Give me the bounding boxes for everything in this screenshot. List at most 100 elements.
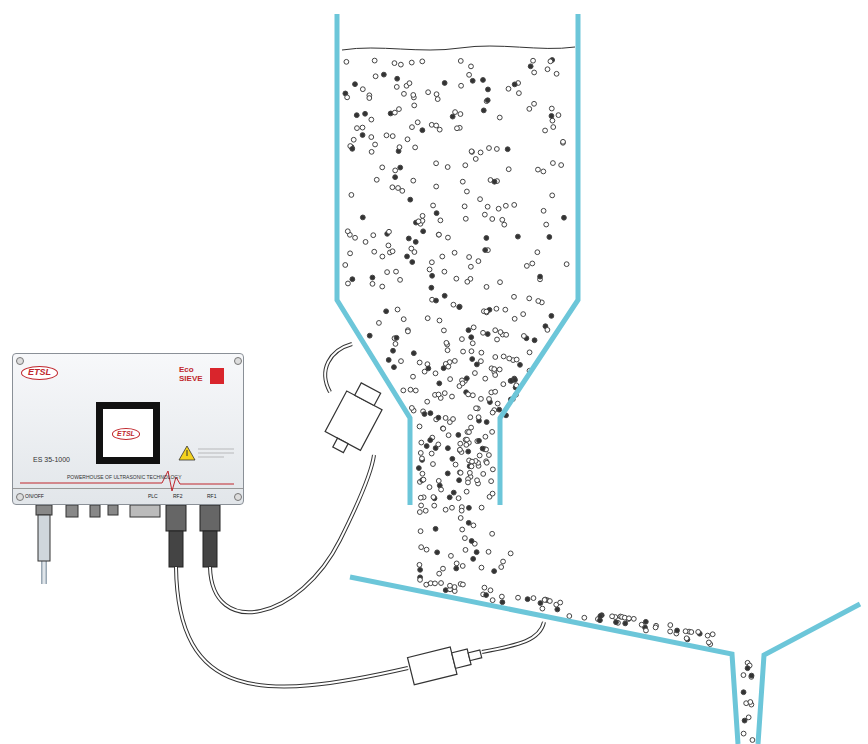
particle	[550, 118, 555, 123]
particle	[506, 167, 511, 172]
particle	[521, 334, 526, 339]
particle	[487, 146, 492, 151]
particle	[416, 466, 421, 471]
particle	[353, 82, 358, 87]
particle	[426, 366, 431, 371]
particle	[470, 357, 475, 362]
particle	[417, 360, 422, 365]
particle	[525, 597, 530, 602]
particle	[469, 464, 474, 469]
particle	[514, 357, 519, 362]
particle	[426, 90, 431, 95]
particle	[532, 338, 537, 343]
particle	[420, 471, 425, 476]
particle	[350, 277, 355, 282]
particle	[741, 690, 746, 695]
particle	[582, 615, 587, 620]
particle	[466, 520, 471, 525]
particle	[406, 236, 411, 241]
particle	[418, 567, 423, 572]
particle	[515, 234, 520, 239]
particle	[380, 165, 385, 170]
particle	[469, 539, 474, 544]
particle	[413, 145, 418, 150]
particle	[387, 229, 392, 234]
particle	[456, 433, 461, 438]
particle	[363, 111, 368, 116]
logo-square	[210, 368, 224, 384]
particle	[440, 254, 445, 259]
particle	[421, 477, 426, 482]
port	[90, 505, 100, 517]
particle	[545, 327, 550, 332]
particle	[452, 250, 457, 255]
particle	[551, 161, 556, 166]
particle	[488, 588, 493, 593]
particle	[484, 309, 489, 314]
particle	[442, 269, 447, 274]
particle	[464, 376, 469, 381]
particle	[473, 157, 478, 162]
particle	[499, 565, 504, 570]
particle	[439, 487, 444, 492]
particle	[372, 58, 377, 63]
particle	[421, 229, 426, 234]
particle	[460, 337, 465, 342]
display-logo: ETSL	[112, 428, 140, 440]
particle	[437, 571, 442, 576]
particle	[436, 415, 441, 420]
particle	[448, 377, 453, 382]
particle	[536, 299, 541, 304]
particle	[408, 197, 413, 202]
particle	[464, 442, 469, 447]
product-logo: Eco SIEVE	[179, 366, 209, 384]
particle	[372, 249, 377, 254]
particle	[458, 448, 463, 453]
particle	[417, 562, 422, 567]
particle	[445, 446, 450, 451]
particle	[346, 281, 351, 286]
particle	[469, 349, 474, 354]
particle	[441, 566, 446, 571]
particle	[390, 134, 395, 139]
particle	[541, 169, 546, 174]
particle	[464, 489, 469, 494]
particle	[481, 108, 486, 113]
particle	[490, 598, 495, 603]
particle	[494, 147, 499, 152]
particle	[623, 621, 628, 626]
particle	[683, 629, 688, 634]
waveform-line	[20, 471, 234, 491]
particle	[457, 478, 462, 483]
particle	[549, 314, 554, 319]
particle	[454, 276, 459, 281]
particle	[435, 97, 440, 102]
particle	[561, 140, 566, 145]
particle	[479, 505, 484, 510]
particle	[367, 96, 372, 101]
particle	[373, 74, 378, 79]
warning-symbol	[179, 446, 195, 460]
particle	[463, 548, 468, 553]
particle	[490, 429, 495, 434]
particle	[430, 273, 435, 278]
power-cable	[41, 560, 47, 584]
particle	[467, 255, 472, 260]
particle	[419, 545, 424, 550]
particle	[531, 58, 536, 63]
particle	[466, 392, 471, 397]
particle	[429, 285, 434, 290]
particle	[433, 371, 438, 376]
particle	[437, 318, 442, 323]
particle	[392, 365, 397, 370]
transducer-lead	[325, 344, 352, 392]
particle	[483, 376, 488, 381]
particle	[393, 175, 398, 180]
particle	[450, 394, 455, 399]
particle	[436, 478, 441, 483]
particle	[485, 332, 490, 337]
particle	[500, 217, 505, 222]
particle	[454, 561, 459, 566]
particle	[429, 451, 434, 456]
